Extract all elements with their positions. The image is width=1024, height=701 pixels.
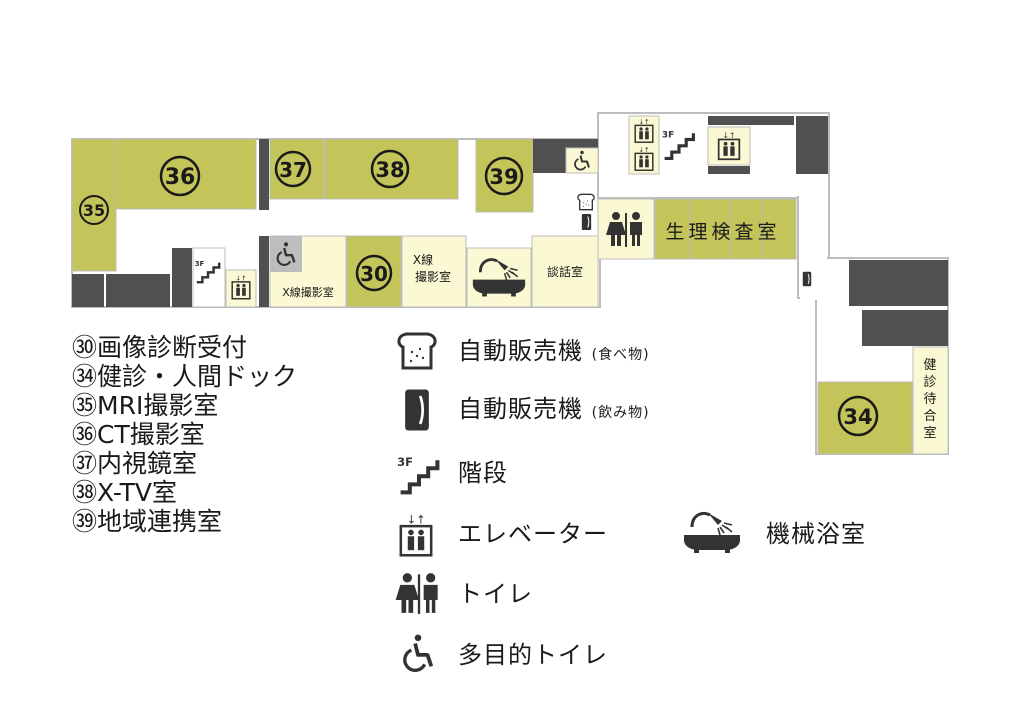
xray-room-2 (401, 235, 467, 308)
physio-room (654, 198, 797, 260)
room-38-badge (370, 149, 410, 189)
waiting-room (912, 346, 949, 455)
room-30-badge (355, 254, 393, 292)
consult-room-label: 談話室 (547, 264, 583, 279)
legend-vending-food: 自動販売機 (食べ物) (458, 339, 650, 363)
room-34-badge (837, 395, 879, 437)
dark-block (862, 310, 948, 346)
legend-vending-drink: 自動販売機 (飲み物) (458, 397, 650, 421)
room-37-badge (274, 150, 312, 188)
svg-text:合: 合 (923, 409, 936, 424)
physio-room-label: 生理検査室 (665, 221, 780, 243)
room-39-badge (484, 156, 524, 196)
xray-room-2-label-line1: X線 (413, 252, 433, 267)
dark-block (708, 166, 750, 174)
svg-text:健: 健 (923, 358, 936, 373)
key-item: ㊲内視鏡室 (72, 449, 198, 478)
legend-toilet: トイレ (458, 580, 533, 608)
legend-bath: 機械浴室 (766, 520, 866, 548)
svg-text:待: 待 (923, 392, 936, 407)
svg-text:診: 診 (923, 374, 936, 390)
key-item: ㉞健診・人間ドック (72, 362, 298, 391)
dark-block (259, 236, 269, 307)
legend-accessible-toilet: 多目的トイレ (458, 641, 608, 669)
room-34-number: 34 (843, 405, 872, 429)
vending-drink-icon (403, 388, 431, 432)
vending-drink-icon (802, 271, 812, 287)
room-36-badge (159, 155, 201, 197)
room-35-number: 35 (83, 201, 105, 220)
svg-text:室: 室 (923, 425, 936, 441)
key-item: ㊱CT撮影室 (72, 420, 205, 449)
key-item: ㊳X-TV室 (72, 478, 177, 507)
room-key-list: ㉚画像診断受付 ㉞健診・人間ドック ㉟MRI撮影室 ㊱CT撮影室 ㊲内視鏡室 ㊳… (72, 333, 297, 536)
room-39-number: 39 (489, 165, 518, 189)
room-30-number: 30 (360, 262, 388, 286)
dark-block (172, 248, 192, 307)
vending-drink-icon (581, 213, 592, 231)
stairs-icon (397, 455, 437, 492)
room-38 (324, 138, 459, 200)
toilet-icon (395, 573, 438, 614)
room-38-number: 38 (375, 158, 404, 182)
elevator-area-2 (628, 115, 660, 175)
consult-room (531, 235, 599, 308)
dark-block (796, 116, 828, 174)
legend-elevator: エレベーター (458, 520, 608, 548)
dark-block (72, 274, 104, 307)
elevator-icon (399, 512, 433, 557)
key-item: ㉚画像診断受付 (72, 333, 248, 362)
vending-food-icon (577, 193, 595, 211)
room-37-number: 37 (279, 158, 307, 182)
room-35 (71, 138, 117, 272)
vending-food-icon (397, 332, 437, 370)
legend-vending-food-sub: (食べ物) (591, 347, 650, 363)
legend-vending-drink-label: 自動販売機 (458, 395, 583, 423)
xray-room-2-label-line2: 撮影室 (415, 269, 451, 284)
dark-block (106, 274, 170, 307)
bath-room (466, 247, 532, 308)
dark-block (259, 139, 269, 210)
key-item: ㉟MRI撮影室 (72, 391, 219, 420)
dark-block (708, 116, 794, 125)
waiting-room-label: 健 診 待 合 室 (923, 358, 936, 441)
legend-stairs: 階段 (458, 459, 508, 487)
bath-icon (682, 511, 742, 554)
room-36-number: 36 (165, 165, 196, 190)
legend-vending-drink-sub: (飲み物) (591, 405, 650, 421)
dark-block (849, 260, 948, 306)
key-item: ㊴地域連携室 (72, 507, 223, 536)
room-35-badge (79, 195, 109, 225)
legend-vending-food-label: 自動販売機 (458, 337, 583, 365)
accessible-toilet-icon (405, 634, 432, 670)
xray-room-1-label: X線撮影室 (282, 285, 334, 299)
